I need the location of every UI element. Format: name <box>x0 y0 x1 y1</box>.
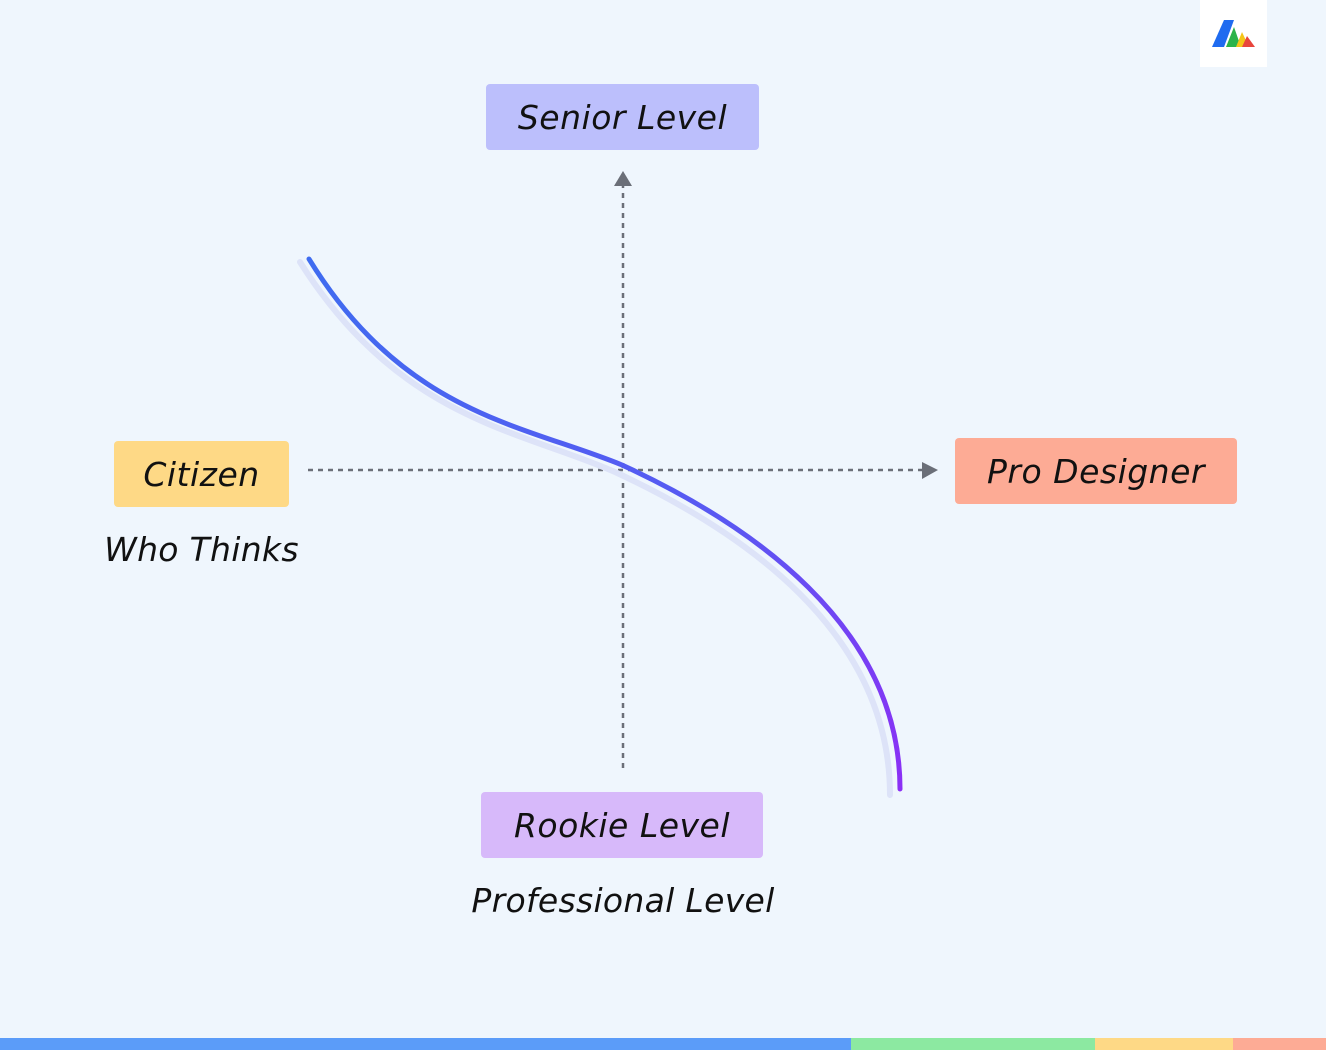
bottom-color-stripe <box>0 1038 1326 1050</box>
citizen-label: Citizen <box>114 441 289 507</box>
stripe-blue <box>0 1038 851 1050</box>
transition-curve <box>306 256 903 792</box>
rookie-level-label: Rookie Level <box>481 792 763 858</box>
stripe-green <box>851 1038 1095 1050</box>
pro-designer-label: Pro Designer <box>955 438 1237 504</box>
professional-level-caption: Professional Level <box>471 881 775 920</box>
stripe-orange <box>1233 1038 1326 1050</box>
who-thinks-caption: Who Thinks <box>104 530 299 569</box>
horizontal-axis-arrowhead <box>922 462 938 479</box>
stripe-yellow <box>1095 1038 1233 1050</box>
curve-shadow <box>297 259 893 798</box>
vertical-axis-arrowhead <box>614 171 632 186</box>
brand-logo-icon <box>1200 0 1267 67</box>
senior-level-label: Senior Level <box>486 84 759 150</box>
